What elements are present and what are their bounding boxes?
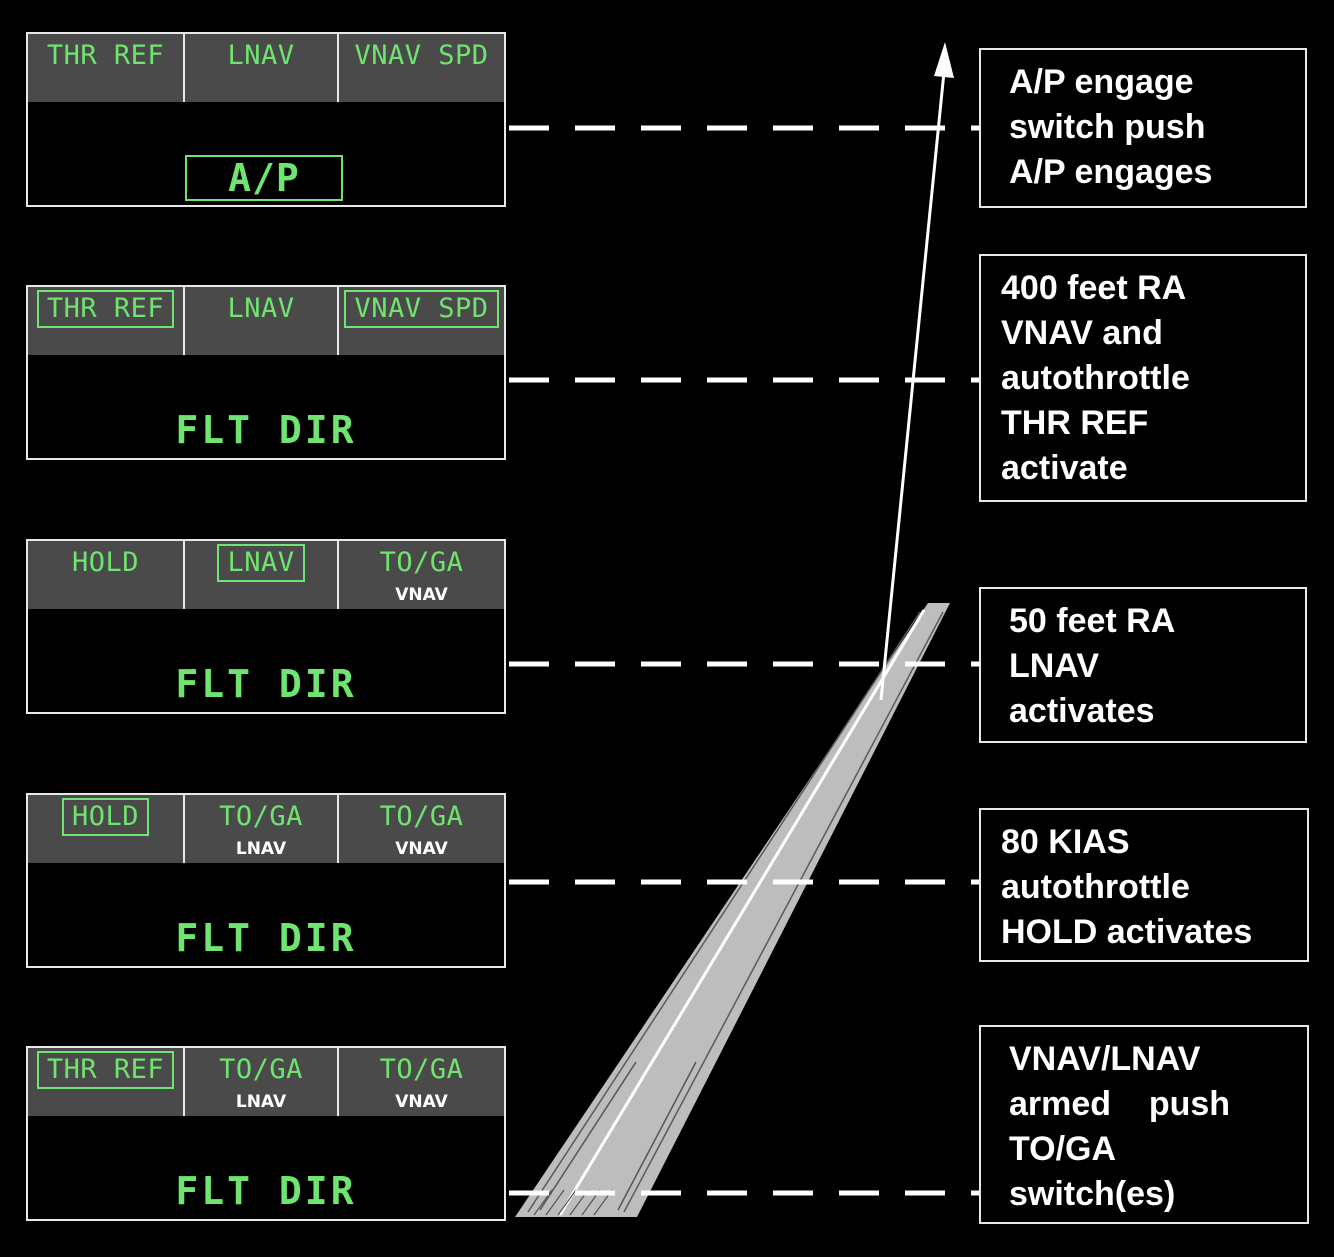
runway-centerline: [558, 609, 926, 1216]
runway: [515, 603, 950, 1217]
fma-panel-takeoff: THR REF TO/GA LNAV TO/GA VNAV FLT DIR: [26, 1046, 506, 1221]
autothrottle-mode-label: THR REF: [46, 40, 165, 71]
roll-armed-mode: LNAV: [235, 1092, 287, 1112]
fma-panel-400ft: THR REF LNAV VNAV SPD FLT DIR: [26, 285, 506, 460]
afds-status: FLT DIR: [175, 662, 357, 706]
autothrottle-mode-label: HOLD: [61, 798, 150, 836]
pitch-armed-mode: VNAV: [395, 585, 448, 605]
description-50ft: 50 feet RA LNAV activates: [979, 587, 1307, 743]
description-line: LNAV: [1009, 647, 1100, 685]
description-line: switch(es): [1009, 1175, 1176, 1213]
description-line: activates: [1009, 692, 1155, 730]
description-line: 400 feet RA: [1001, 269, 1187, 307]
description-line: autothrottle: [1001, 868, 1190, 906]
description-autopilot-engage: A/P engage switch push A/P engages: [979, 48, 1307, 208]
pitch-armed-mode: VNAV: [395, 839, 448, 859]
runway-marking: [617, 1061, 697, 1211]
autothrottle-mode: THR REF: [28, 1048, 185, 1116]
description-line: autothrottle: [1001, 359, 1190, 397]
fma-panel-50ft: HOLD LNAV TO/GA VNAV FLT DIR: [26, 539, 506, 714]
flight-path-arrowhead: [934, 42, 954, 78]
runway-edge-line: [527, 611, 921, 1213]
fma-panel-80kias: HOLD TO/GA LNAV TO/GA VNAV FLT DIR: [26, 793, 506, 968]
description-line: activate: [1001, 449, 1128, 487]
roll-mode: LNAV: [185, 541, 339, 609]
autothrottle-mode: HOLD: [28, 795, 185, 863]
fma-panel-autopilot: THR REF LNAV VNAV SPD A/P: [26, 32, 506, 207]
afds-status: FLT DIR: [175, 1169, 357, 1213]
afds-status: FLT DIR: [175, 916, 357, 960]
runway-edge-line: [623, 611, 944, 1213]
autothrottle-mode-label: THR REF: [36, 290, 175, 328]
roll-mode-label: LNAV: [227, 293, 295, 324]
roll-mode: TO/GA LNAV: [185, 795, 339, 863]
fma-mode-bar: THR REF LNAV VNAV SPD: [28, 34, 504, 102]
description-line: 80 KIAS: [1001, 823, 1130, 861]
description-line: THR REF: [1001, 404, 1149, 442]
pitch-mode: TO/GA VNAV: [339, 1048, 504, 1116]
description-line: VNAV and: [1001, 314, 1163, 352]
pitch-mode-label: VNAV SPD: [354, 40, 489, 71]
description-line: switch push: [1009, 108, 1206, 146]
description-line: armed push: [1009, 1085, 1231, 1123]
roll-mode-label: LNAV: [217, 544, 305, 582]
description-line: 50 feet RA: [1009, 602, 1176, 640]
autothrottle-mode-label: HOLD: [71, 547, 140, 578]
roll-mode: LNAV: [185, 34, 339, 102]
description-line: HOLD activates: [1001, 913, 1253, 951]
description-line: A/P engage: [1009, 63, 1194, 101]
description-line: VNAV/LNAV: [1009, 1040, 1201, 1078]
pitch-mode-label: VNAV SPD: [344, 290, 499, 328]
connector-lines: [509, 125, 979, 1196]
pitch-mode-label: TO/GA: [379, 1054, 464, 1085]
description-400ft: 400 feet RA VNAV and autothrottle THR RE…: [979, 254, 1307, 502]
autothrottle-mode: THR REF: [28, 287, 185, 355]
description-line: A/P engages: [1009, 153, 1213, 191]
pitch-mode-label: TO/GA: [379, 547, 464, 578]
roll-mode: TO/GA LNAV: [185, 1048, 339, 1116]
pitch-mode: VNAV SPD: [339, 287, 504, 355]
autothrottle-mode-label: THR REF: [36, 1051, 175, 1089]
description-line: TO/GA: [1009, 1130, 1117, 1168]
afds-status: FLT DIR: [175, 408, 357, 452]
pitch-mode: TO/GA VNAV: [339, 541, 504, 609]
fma-mode-bar: THR REF LNAV VNAV SPD: [28, 287, 504, 355]
pitch-mode: TO/GA VNAV: [339, 795, 504, 863]
fma-mode-bar: HOLD LNAV TO/GA VNAV: [28, 541, 504, 609]
autothrottle-mode: HOLD: [28, 541, 185, 609]
autothrottle-mode: THR REF: [28, 34, 185, 102]
fma-mode-bar: THR REF TO/GA LNAV TO/GA VNAV: [28, 1048, 504, 1116]
pitch-mode: VNAV SPD: [339, 34, 504, 102]
pitch-armed-mode: VNAV: [395, 1092, 448, 1112]
runway-marking: [539, 1061, 637, 1211]
description-80kias: 80 KIAS autothrottle HOLD activates: [979, 808, 1309, 962]
pitch-mode-label: TO/GA: [379, 801, 464, 832]
roll-armed-mode: LNAV: [235, 839, 287, 859]
flight-path-line: [879, 71, 946, 701]
roll-mode-label: TO/GA: [219, 801, 303, 832]
description-takeoff: VNAV/LNAV armed push TO/GA switch(es): [979, 1025, 1309, 1224]
roll-mode: LNAV: [185, 287, 339, 355]
roll-mode-label: LNAV: [227, 40, 295, 71]
roll-mode-label: TO/GA: [219, 1054, 303, 1085]
afds-status: A/P: [185, 155, 343, 201]
fma-mode-bar: HOLD TO/GA LNAV TO/GA VNAV: [28, 795, 504, 863]
